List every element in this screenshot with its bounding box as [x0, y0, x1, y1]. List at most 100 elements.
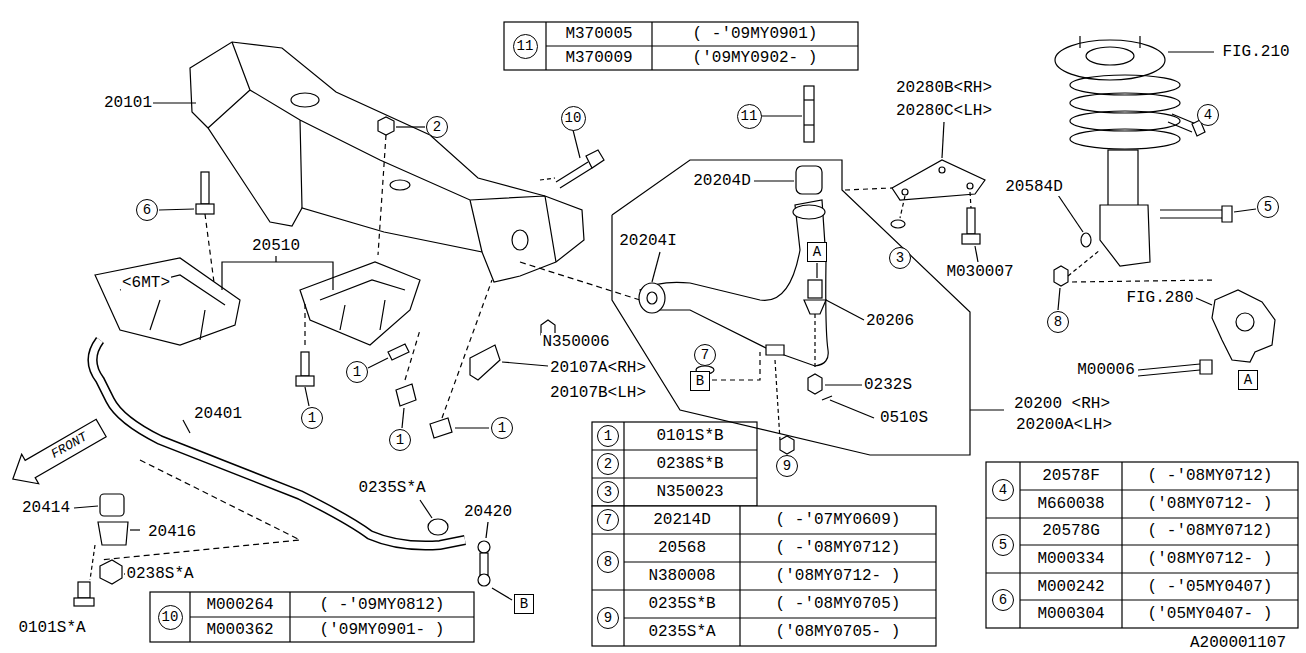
part-label: M660038	[1036, 495, 1105, 513]
part-label: ( -'09MY0901)	[692, 25, 819, 43]
part-label: M030007	[945, 263, 1014, 281]
part-label: 20101	[103, 94, 153, 112]
part-label: ('08MY0712- )	[1147, 495, 1274, 513]
part-label: 0232S	[863, 376, 913, 394]
part-label: 20578G	[1041, 522, 1101, 540]
part-label: 20420	[463, 503, 513, 521]
callout-text: 6	[999, 592, 1007, 608]
callout-text: 6	[143, 202, 151, 218]
callout-number: 11	[513, 34, 538, 59]
callout-text: 10	[565, 110, 582, 126]
callout-text: 7	[701, 347, 709, 363]
part-label: M000304	[1036, 605, 1105, 623]
callout-text: 7	[604, 512, 612, 528]
part-label: FIG.210	[1221, 43, 1290, 61]
part-label: 20204I	[618, 232, 678, 250]
bracket-plates	[95, 256, 420, 345]
callout-text: 1	[308, 410, 316, 426]
callout-text: 5	[1264, 199, 1272, 215]
part-label: M370009	[564, 49, 633, 67]
callout-number: 3	[889, 247, 911, 269]
part-label: ( -'08MY0712)	[1147, 467, 1274, 485]
part-label: 20200A<LH>	[1015, 416, 1113, 434]
stiffener-plate	[891, 122, 985, 262]
part-label: A200001107	[1189, 634, 1287, 652]
part-label: 20510	[251, 237, 301, 255]
callout-text: 4	[999, 482, 1007, 498]
callout-number: 11	[737, 104, 762, 129]
stabilizer-bar	[74, 340, 512, 606]
callout-number: 9	[776, 455, 798, 477]
callout-text: 9	[783, 458, 791, 474]
callout-number: 5	[1257, 196, 1279, 218]
callout-number: 10	[158, 605, 183, 630]
part-label: 20107A<RH>	[549, 359, 647, 377]
callout-number: 8	[597, 551, 619, 573]
callout-text: 10	[162, 609, 179, 625]
crossmember	[120, 42, 584, 282]
callout-number: 1	[491, 417, 513, 439]
callout-number: 3	[597, 481, 619, 503]
part-label: 0101S*A	[17, 619, 86, 637]
part-label: <6MT>	[121, 274, 171, 292]
part-label: 0235S*A	[357, 479, 426, 497]
part-label: ( -'07MY0609)	[775, 511, 902, 529]
callout-text: 8	[604, 554, 612, 570]
callout-number: 5	[992, 534, 1014, 556]
callout-text: 11	[741, 108, 758, 124]
callout-text: A	[1244, 372, 1252, 388]
part-label: ('05MY0407- )	[1147, 605, 1274, 623]
part-label: 0238S*B	[655, 455, 724, 473]
callout-text: 5	[999, 537, 1007, 553]
part-label: ('09MY0901- )	[319, 621, 446, 639]
callout-number: 8	[1047, 311, 1069, 333]
callout-text: 8	[1054, 314, 1062, 330]
part-label: ( -'08MY0712)	[775, 539, 902, 557]
front-arrow	[4, 413, 109, 493]
part-label: 0510S	[879, 409, 929, 427]
callout-text: B	[696, 373, 704, 389]
callout-text: 11	[517, 38, 534, 54]
part-label: 20107B<LH>	[549, 384, 647, 402]
part-label: M000264	[205, 596, 274, 614]
bolts	[296, 262, 640, 438]
part-label: ( -'08MY0705)	[775, 595, 902, 613]
callout-number: 1	[346, 361, 368, 383]
callout-text: A	[813, 244, 821, 260]
part-label: 20206	[865, 312, 915, 330]
callout-number: 4	[1197, 104, 1219, 126]
reference-box: A	[807, 242, 827, 262]
part-label: 20214D	[652, 511, 712, 529]
part-label: N380008	[647, 567, 716, 585]
part-label: M370005	[564, 25, 633, 43]
part-label: 20416	[147, 523, 197, 541]
part-label: 20414	[21, 499, 71, 517]
part-label: N350023	[655, 483, 724, 501]
part-label: 20280C<LH>	[895, 102, 993, 120]
table-grid	[150, 22, 1298, 646]
callout-number: 7	[597, 509, 619, 531]
callout-text: 1	[604, 428, 612, 444]
part-label: 20584D	[1004, 178, 1064, 196]
part-label: 0235S*A	[647, 623, 716, 641]
part-label: M00006	[1076, 361, 1136, 379]
part-label: 20568	[657, 539, 707, 557]
callout-number: 7	[694, 344, 716, 366]
part-label: ('08MY0705- )	[775, 623, 902, 641]
part-label: 20200 <RH>	[1013, 395, 1111, 413]
callout-text: 3	[896, 250, 904, 266]
callout-text: 1	[498, 420, 506, 436]
callout-text: 2	[604, 456, 612, 472]
callout-number: 10	[561, 106, 586, 131]
part-label: ('09MY0902- )	[692, 49, 819, 67]
part-label: ('08MY0712- )	[775, 567, 902, 585]
part-label: ('08MY0712- )	[1147, 550, 1274, 568]
callout-number: 9	[597, 607, 619, 629]
part-label: ( -'09MY0812)	[319, 596, 446, 614]
callout-number: 6	[992, 589, 1014, 611]
callout-text: B	[520, 596, 528, 612]
part-label: ( -'05MY0407)	[1147, 578, 1274, 596]
callout-text: 3	[604, 484, 612, 500]
callout-text: 1	[353, 364, 361, 380]
